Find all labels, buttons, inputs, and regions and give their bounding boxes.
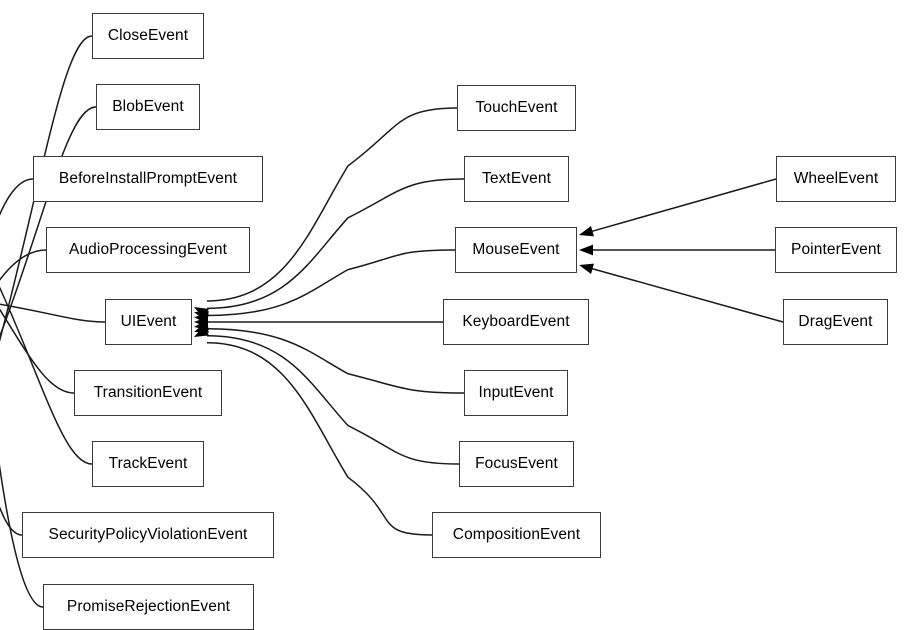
class-node-label: BeforeInstallPromptEvent (58, 170, 238, 188)
class-node-label: FocusEvent (475, 455, 558, 473)
class-node-keyboardevent[interactable]: KeyboardEvent (443, 299, 589, 345)
class-node-closeevent[interactable]: CloseEvent (92, 13, 204, 59)
class-node-label: TextEvent (482, 170, 551, 188)
class-node-label: DragEvent (798, 313, 873, 331)
class-node-label: WheelEvent (793, 170, 879, 188)
class-node-audioprocessingevent[interactable]: AudioProcessingEvent (46, 227, 250, 273)
class-node-transitionevent[interactable]: TransitionEvent (74, 370, 222, 416)
class-node-pointerevent[interactable]: PointerEvent (775, 227, 897, 273)
class-node-textevent[interactable]: TextEvent (464, 156, 569, 202)
class-node-label: SecurityPolicyViolationEvent (48, 526, 248, 544)
class-node-securitypolicyviolationevent[interactable]: SecurityPolicyViolationEvent (22, 512, 274, 558)
class-node-label: MouseEvent (472, 241, 560, 259)
class-node-label: KeyboardEvent (462, 313, 570, 331)
class-node-focusevent[interactable]: FocusEvent (459, 441, 574, 487)
class-node-label: CompositionEvent (452, 526, 581, 544)
class-node-touchevent[interactable]: TouchEvent (457, 85, 576, 131)
class-node-mouseevent[interactable]: MouseEvent (455, 227, 577, 273)
class-node-beforeinstallpromptevent[interactable]: BeforeInstallPromptEvent (33, 156, 263, 202)
class-node-label: BlobEvent (112, 98, 184, 116)
class-node-inputevent[interactable]: InputEvent (464, 370, 568, 416)
class-node-compositionevent[interactable]: CompositionEvent (432, 512, 601, 558)
class-node-label: TrackEvent (108, 455, 188, 473)
class-node-label: AudioProcessingEvent (69, 241, 227, 259)
class-node-label: PromiseRejectionEvent (66, 598, 231, 616)
class-node-label: CloseEvent (107, 27, 189, 45)
class-node-label: PointerEvent (791, 241, 881, 259)
class-node-label: UIEvent (120, 313, 177, 331)
class-node-trackevent[interactable]: TrackEvent (92, 441, 204, 487)
class-node-label: TouchEvent (475, 99, 558, 117)
class-node-label: InputEvent (478, 384, 554, 402)
class-node-blobevent[interactable]: BlobEvent (96, 84, 200, 130)
class-node-uievent[interactable]: UIEvent (105, 299, 192, 345)
class-node-promiserejectionevent[interactable]: PromiseRejectionEvent (43, 584, 254, 630)
class-node-label: TransitionEvent (93, 384, 203, 402)
class-node-dragevent[interactable]: DragEvent (783, 299, 888, 345)
class-node-wheelevent[interactable]: WheelEvent (776, 156, 896, 202)
